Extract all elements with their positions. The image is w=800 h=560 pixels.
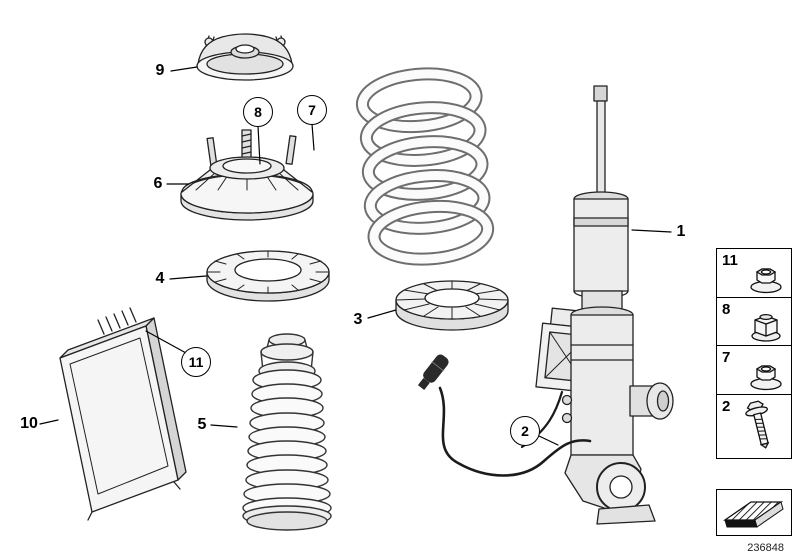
legend-item-7[interactable]: 7 <box>716 345 792 396</box>
hex-flange-bolt-icon <box>745 400 770 449</box>
callout-1[interactable]: 1 <box>676 223 686 240</box>
leader-lines <box>39 66 672 446</box>
upper-spring-pad <box>206 250 330 302</box>
flange-nut-icon <box>750 365 782 391</box>
callout-11[interactable]: 11 <box>181 347 211 377</box>
flange-nut-icon <box>750 268 782 294</box>
direction-arrow-icon <box>722 501 784 528</box>
hex-nut-icon <box>751 313 781 342</box>
fastener-legend: 11 8 7 <box>716 248 792 459</box>
callout-3[interactable]: 3 <box>353 311 363 328</box>
guide-support-bearing <box>180 129 314 221</box>
legend-label-7: 7 <box>722 349 731 367</box>
callout-6[interactable]: 6 <box>153 175 163 192</box>
callout-5[interactable]: 5 <box>197 416 207 433</box>
legend-label-2: 2 <box>722 397 731 415</box>
control-unit <box>59 307 187 521</box>
coil-spring <box>355 67 495 266</box>
legend-label-11: 11 <box>722 252 738 269</box>
legend-item-11[interactable]: 11 <box>716 248 792 298</box>
legend-item-8[interactable]: 8 <box>716 296 792 347</box>
legend-label-8: 8 <box>722 300 731 318</box>
direction-symbol-box <box>716 489 792 536</box>
dust-boot-bump-stop <box>242 333 332 531</box>
callout-2[interactable]: 2 <box>510 416 540 446</box>
shock-absorber-strut <box>535 85 674 525</box>
callout-8[interactable]: 8 <box>243 97 273 127</box>
callout-7[interactable]: 7 <box>297 95 327 125</box>
callout-10[interactable]: 10 <box>20 415 38 432</box>
figure-number: 236848 <box>747 542 784 554</box>
lower-spring-pad <box>395 280 509 331</box>
legend-item-2[interactable]: 2 <box>716 393 792 459</box>
callout-4[interactable]: 4 <box>155 270 165 287</box>
callout-9[interactable]: 9 <box>155 62 165 79</box>
support-bearing-cap <box>196 33 294 81</box>
sensor-cable <box>417 354 592 477</box>
